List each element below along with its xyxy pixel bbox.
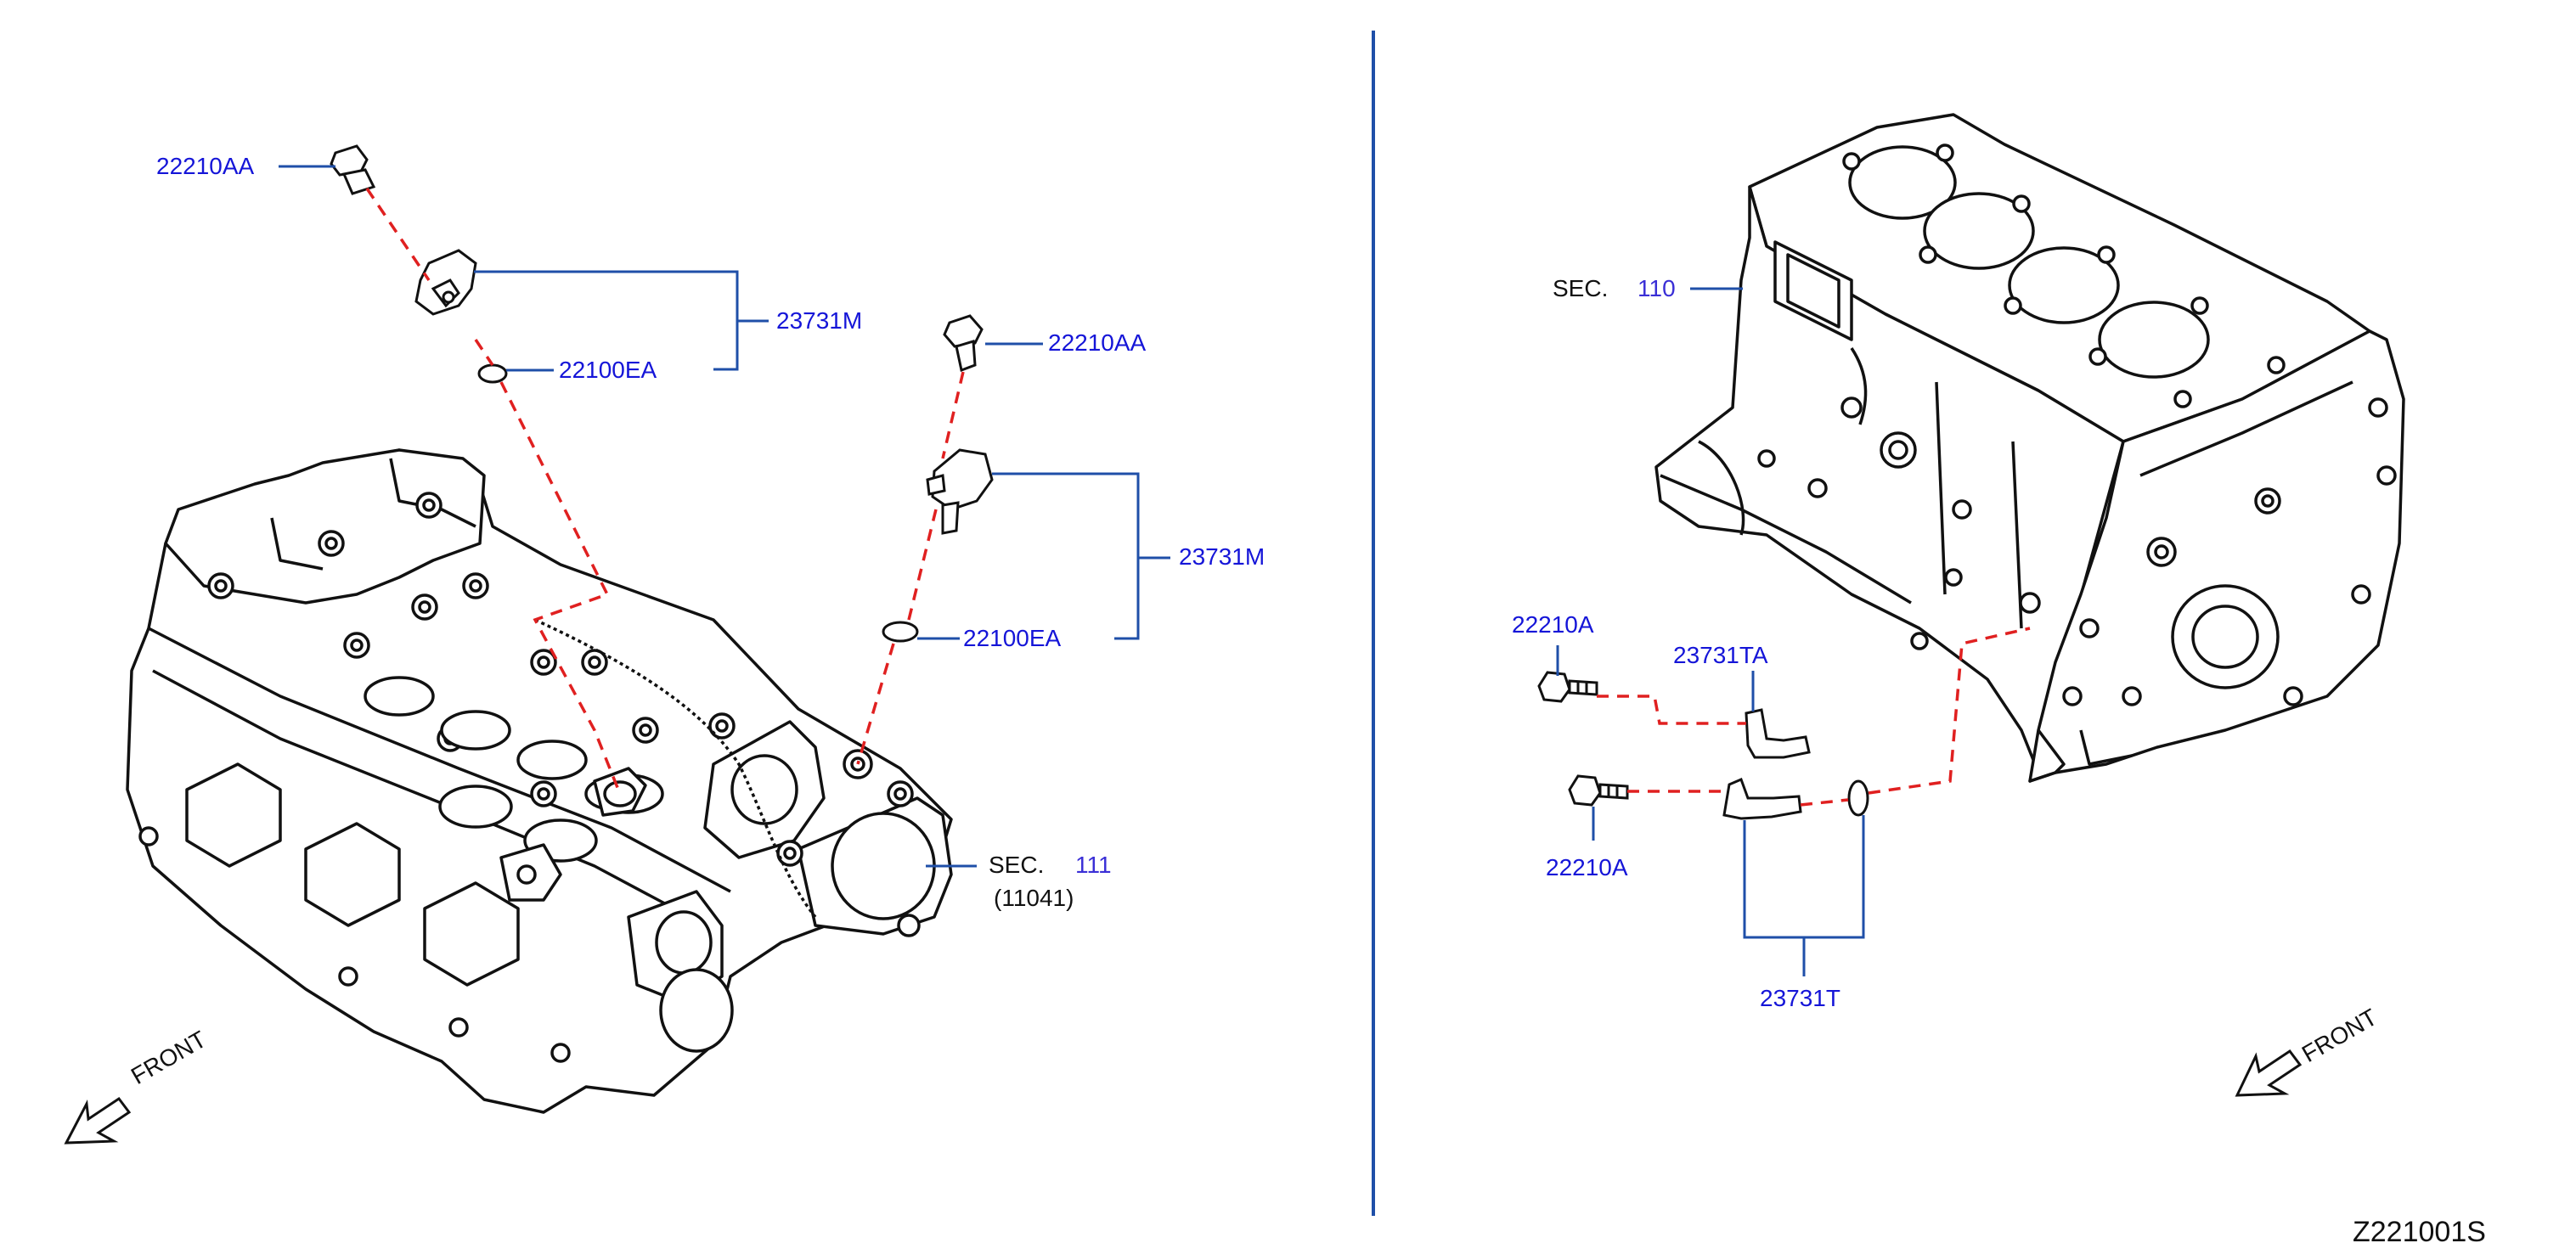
bolt-icon	[1537, 671, 1598, 703]
o-ring-icon	[882, 621, 919, 643]
camshaft-position-sensor-icon	[926, 448, 994, 535]
o-ring-icon	[477, 363, 508, 384]
callout-bolt-upper: 22210A	[1512, 611, 1594, 638]
callout-sensor-right: 23731M	[1179, 543, 1265, 570]
callout-bolt-right: 22210AA	[1048, 329, 1147, 356]
cylinder-head-icon	[126, 448, 953, 1114]
callout-leaders	[279, 165, 1170, 868]
figure-code: Z221001S	[2353, 1216, 2486, 1248]
crankshaft-position-sensor-icon	[1722, 777, 1802, 820]
callout-oring-top: 22100EA	[559, 357, 657, 383]
callout-leaders	[1556, 287, 1865, 976]
crankshaft-position-sensor-icon	[1745, 708, 1811, 759]
section-ref-sub: (11041)	[994, 885, 1074, 911]
assembly-dash-lines	[1597, 627, 2031, 807]
bolt-icon	[1568, 774, 1629, 807]
section-ref-number: 111	[1075, 852, 1112, 878]
section-ref-prefix: SEC.	[1553, 275, 1609, 301]
callout-bolt-top: 22210AA	[156, 153, 255, 179]
callout-bolt-lower: 22210A	[1546, 854, 1628, 880]
front-arrow-icon	[64, 1096, 132, 1145]
assembly-dash-lines	[365, 188, 965, 795]
callout-sensor-upper: 23731TA	[1673, 642, 1768, 668]
front-arrow-icon	[2235, 1049, 2303, 1097]
section-ref-number: 110	[1637, 275, 1676, 301]
callout-sensor-top: 23731M	[776, 307, 863, 334]
cylinder-block-icon	[1654, 113, 2405, 783]
section-ref-prefix: SEC.	[989, 852, 1045, 878]
bolt-icon	[330, 144, 376, 195]
camshaft-position-sensor-icon	[414, 249, 477, 316]
callout-sensor-group: 23731T	[1760, 985, 1840, 1011]
callout-oring-right: 22100EA	[963, 625, 1062, 651]
bolt-icon	[943, 314, 984, 373]
o-ring-icon	[1847, 779, 1869, 817]
